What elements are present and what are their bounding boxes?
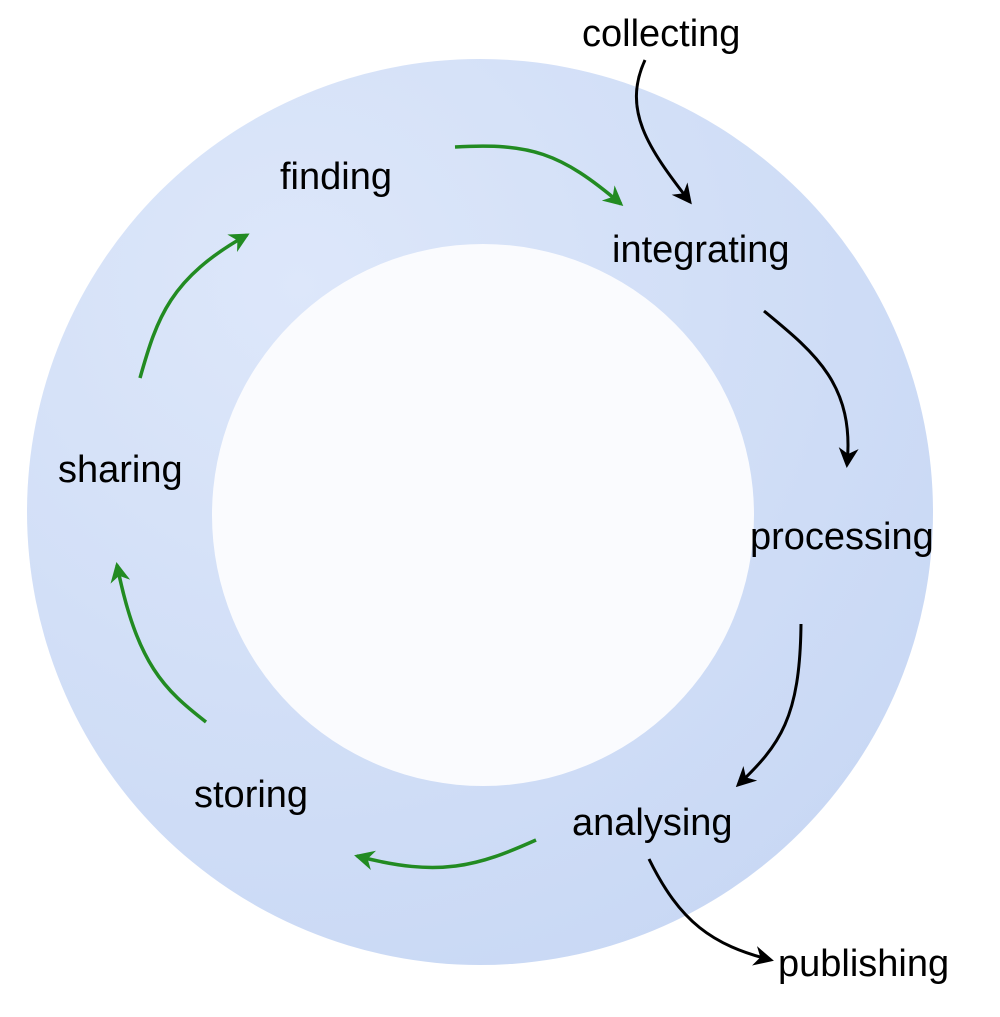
arrow-collecting-to-integrating [635, 59, 692, 205]
arrow-processing-to-analysing [735, 623, 803, 788]
arrow-analysing-to-publishing [647, 858, 774, 966]
label-sharing: sharing [58, 449, 183, 491]
label-analysing: analysing [572, 802, 733, 844]
arrow-sharing-to-finding [138, 233, 250, 379]
arrow-analysing-to-storing [354, 838, 537, 871]
arrow-integrating-to-processing [763, 309, 859, 468]
label-finding: finding [280, 156, 392, 198]
arrow-finding-to-integrating [454, 144, 624, 206]
label-processing: processing [750, 516, 934, 558]
label-integrating: integrating [612, 229, 789, 271]
arrow-storing-to-sharing [110, 562, 208, 724]
label-publishing: publishing [778, 943, 949, 985]
label-storing: storing [194, 774, 308, 816]
ring-inner-circle [212, 244, 754, 786]
label-collecting: collecting [582, 13, 740, 55]
